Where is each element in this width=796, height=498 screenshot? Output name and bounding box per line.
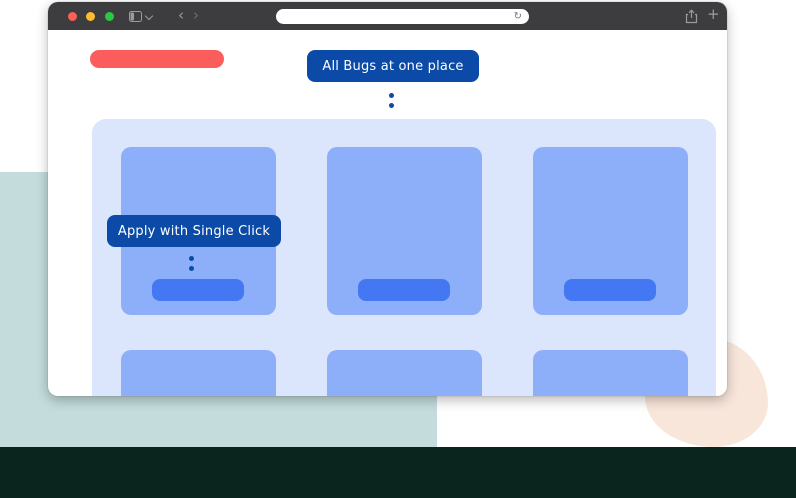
fullscreen-button[interactable] <box>104 11 114 21</box>
apply-button[interactable] <box>358 279 450 301</box>
apply-callout-badge: Apply with Single Click <box>107 215 281 247</box>
bugs-callout-badge: All Bugs at one place <box>307 50 479 82</box>
logo-placeholder <box>90 50 224 68</box>
sidebar-chevron-down-icon[interactable] <box>144 11 154 21</box>
page-content: All Bugs at one place Apply with Single … <box>48 30 727 396</box>
bug-card <box>533 350 688 396</box>
cards-panel <box>92 119 716 396</box>
bug-card <box>121 350 276 396</box>
url-bar[interactable]: ↻ <box>276 9 529 24</box>
reload-icon[interactable]: ↻ <box>513 11 522 22</box>
bug-card <box>327 350 482 396</box>
bug-card <box>533 147 688 315</box>
minimize-button[interactable] <box>85 11 95 21</box>
apply-button[interactable] <box>564 279 656 301</box>
apply-callout-dotted-line <box>189 256 194 271</box>
new-tab-button[interactable]: + <box>707 5 720 23</box>
forward-button[interactable]: › <box>193 6 199 24</box>
browser-titlebar: ‹ › ↻ + <box>48 2 727 30</box>
back-button[interactable]: ‹ <box>178 6 184 24</box>
share-icon[interactable] <box>685 9 698 24</box>
close-button[interactable] <box>67 11 77 21</box>
bug-card <box>327 147 482 315</box>
sidebar-toggle-icon[interactable] <box>129 10 142 22</box>
dark-bottom-band <box>0 447 796 498</box>
browser-window: ‹ › ↻ + All Bugs at one place <box>48 2 727 396</box>
bugs-callout-dotted-line <box>389 93 394 108</box>
apply-button[interactable] <box>152 279 244 301</box>
